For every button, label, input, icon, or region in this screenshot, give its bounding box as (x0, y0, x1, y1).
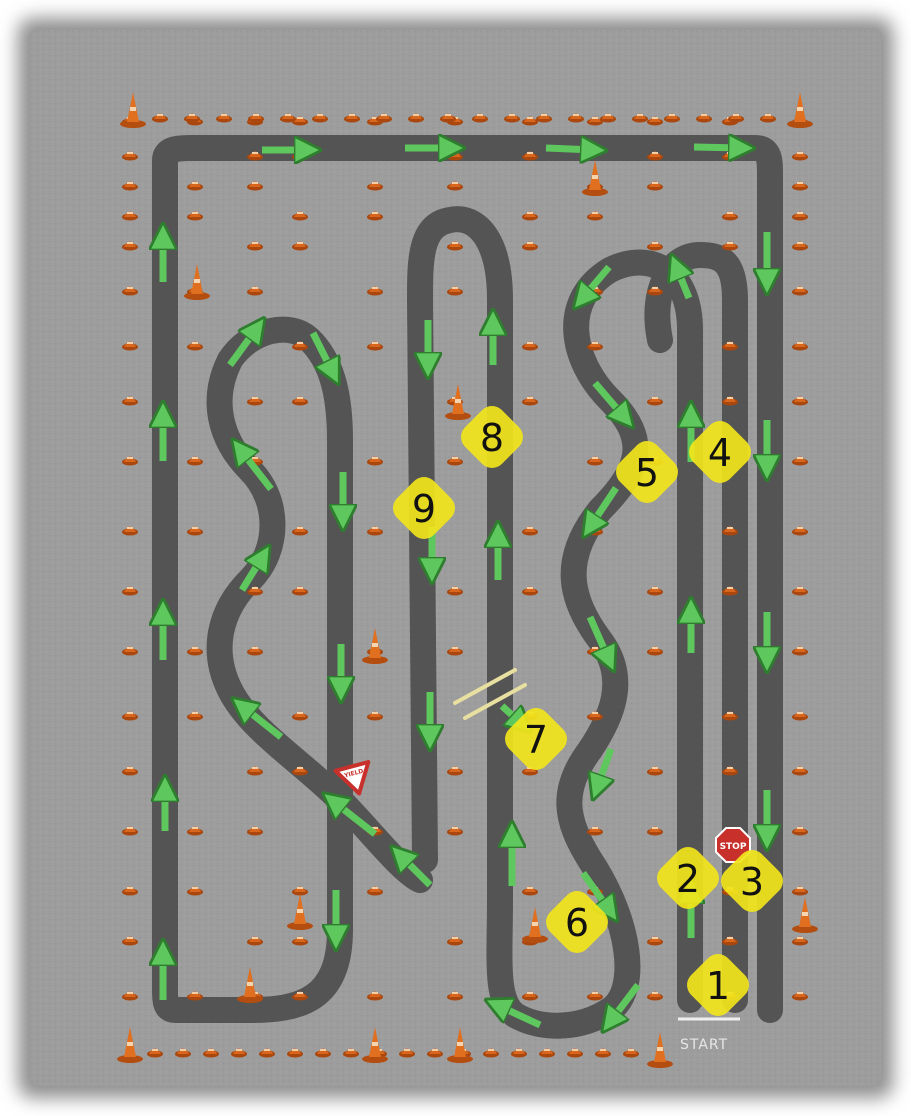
marker-9-label: 9 (412, 487, 436, 531)
marker-4-label: 4 (708, 431, 732, 475)
direction-arrow (546, 148, 594, 150)
direction-arrow (694, 147, 742, 148)
marker-3-label: 3 (740, 860, 764, 904)
start-label: START (680, 1037, 728, 1053)
marker-5-label: 5 (635, 451, 659, 495)
marker-8-label: 8 (480, 416, 504, 460)
marker-2-label: 2 (676, 857, 700, 901)
marker-1-label: 1 (706, 964, 730, 1008)
marker-7-label: 7 (524, 718, 548, 762)
stop-sign-text: STOP (720, 842, 747, 852)
marker-6-label: 6 (565, 901, 589, 945)
